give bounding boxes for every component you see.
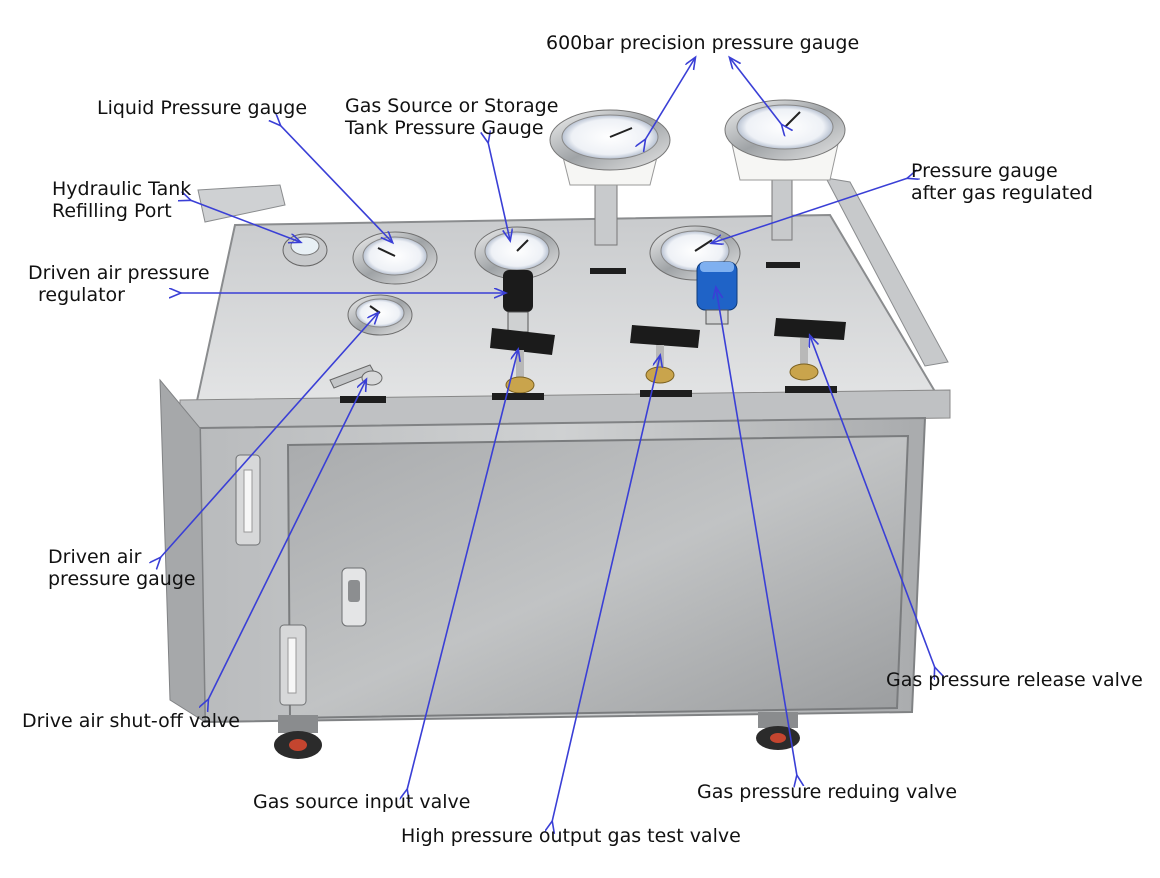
arrow-gas-source-gauge: [488, 142, 510, 240]
arrow-after-regulated: [712, 178, 908, 243]
label-gas-source-gauge-line1: Gas Source or Storage: [345, 95, 559, 117]
label-after-regulated-line2: after gas regulated: [911, 182, 1093, 204]
label-release-valve: Gas pressure release valve: [886, 669, 1143, 691]
label-air-regulator-line2: regulator: [38, 284, 125, 306]
sight-glass-lower-tube: [287, 637, 297, 694]
arrow-liquid-gauge: [280, 125, 392, 242]
cabinet-door: [286, 434, 910, 720]
label-input-valve: Gas source input valve: [253, 791, 471, 813]
label-air-regulator: Driven air pressure regulator: [28, 262, 210, 306]
air-regulator-knob: [503, 270, 533, 333]
label-hydraulic-port-line2: Refilling Port: [52, 200, 172, 222]
arrow-test-valve: [552, 356, 660, 822]
label-air-gauge-line2: pressure gauge: [48, 568, 196, 590]
caster-left: [274, 715, 322, 759]
label-hydraulic-port-line1: Hydraulic Tank: [52, 178, 192, 200]
left-rail: [197, 184, 286, 223]
label-reducing-valve: Gas pressure reduing valve: [697, 781, 958, 803]
arrow-refill-port: [190, 200, 300, 242]
label-gas-source-gauge: Gas Source or Storage Tank Pressure Gaug…: [345, 95, 558, 139]
arrow-air-shutoff: [208, 380, 366, 700]
arrow-reducing-valve: [716, 288, 797, 776]
callout-arrows: [160, 58, 935, 822]
door-latch-slot: [348, 580, 360, 602]
label-after-regulated: Pressure gauge after gas regulated: [911, 160, 1093, 204]
label-air-gauge: Driven air pressure gauge: [48, 546, 196, 590]
label-after-regulated-line1: Pressure gauge: [911, 160, 1058, 182]
arrow-input-valve: [407, 350, 518, 790]
sight-glass-upper-tube: [243, 469, 253, 533]
label-air-gauge-line1: Driven air: [48, 546, 142, 568]
arrow-release-valve: [810, 336, 935, 668]
arrow-precision-left: [645, 58, 695, 140]
label-test-valve: High pressure output gas test valve: [401, 825, 741, 847]
driven-air-gauge: [347, 294, 413, 336]
label-air-shutoff: Drive air shut-off valve: [22, 710, 240, 732]
caster-right: [756, 712, 800, 750]
liquid-pressure-gauge: [352, 231, 438, 285]
arrow-precision-right: [730, 58, 782, 125]
label-liquid-gauge: Liquid Pressure gauge: [97, 97, 308, 119]
label-air-regulator-line1: Driven air pressure: [28, 262, 210, 284]
label-precision-gauge: 600bar precision pressure gauge: [546, 32, 860, 54]
label-gas-source-gauge-line2: Tank Pressure Gauge: [345, 117, 544, 139]
label-hydraulic-port: Hydraulic Tank Refilling Port: [52, 178, 191, 222]
